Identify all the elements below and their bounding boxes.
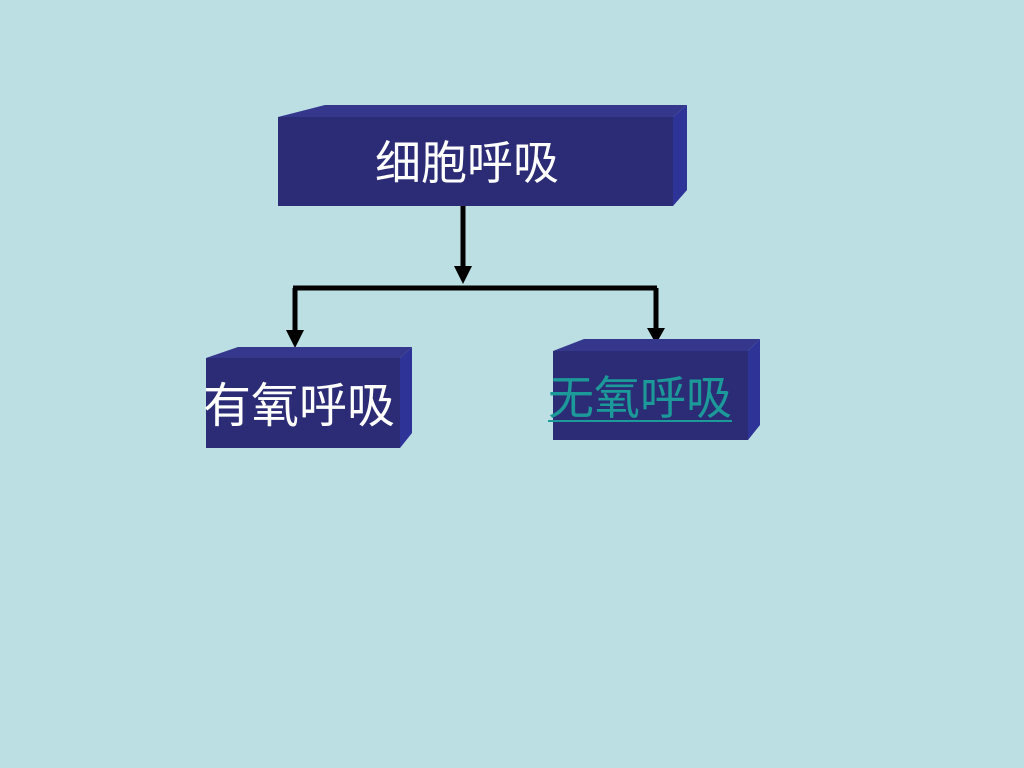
root-box-front [278, 117, 673, 206]
right-arrowhead [647, 328, 665, 344]
anaerobic-respiration-link[interactable]: 无氧呼吸 [548, 371, 732, 425]
anaerobic-box-front [553, 351, 748, 440]
root-stem-arrowhead [454, 266, 472, 284]
root-box-top [278, 105, 687, 117]
connectors [292, 206, 659, 332]
anaerobic-box-top [553, 339, 760, 351]
arrowheads [286, 266, 665, 348]
aerobic-respiration-label: 有氧呼吸 [203, 378, 396, 434]
aerobic-box-side [400, 347, 412, 448]
root-box-side [673, 105, 687, 206]
cellular-respiration-label: 细胞呼吸 [375, 136, 559, 190]
aerobic-box-front [206, 358, 400, 448]
aerobic-box-top [206, 347, 412, 358]
root-box [278, 105, 687, 206]
anaerobic-box-side [748, 339, 760, 440]
left-arrowhead [286, 330, 304, 348]
aerobic-box [206, 347, 412, 448]
anaerobic-box [553, 339, 760, 440]
